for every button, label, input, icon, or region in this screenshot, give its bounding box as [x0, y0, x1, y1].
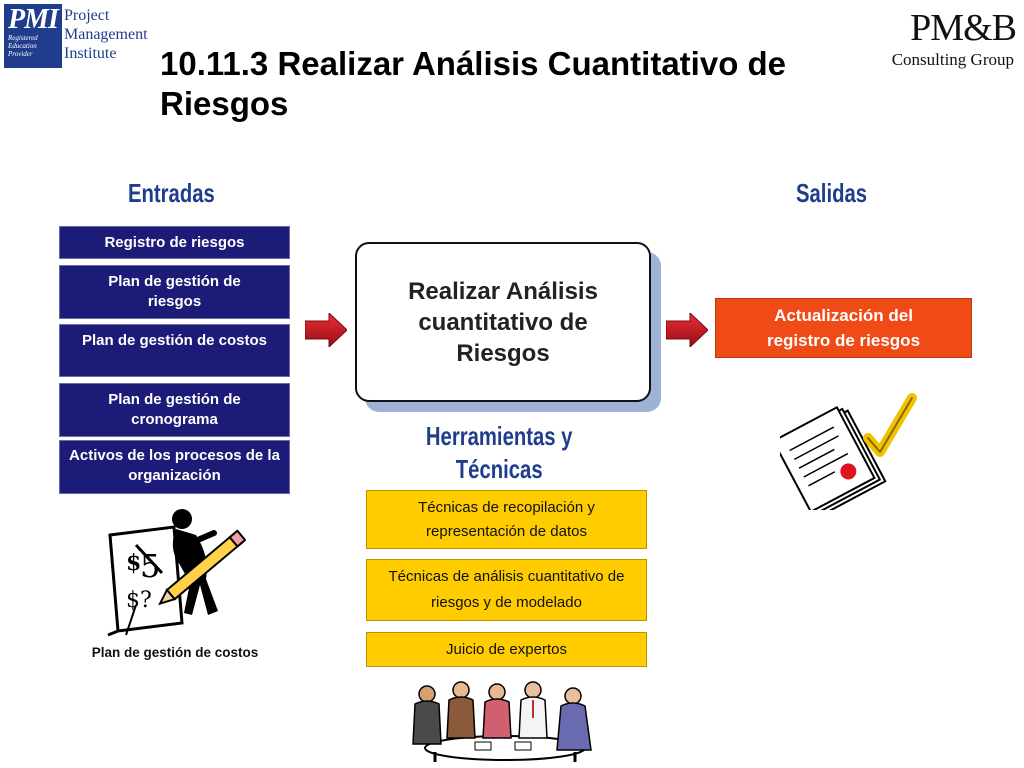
input-item: Registro de riesgos — [59, 226, 290, 259]
illustration-caption: Plan de gestión de costos — [91, 645, 259, 660]
tool-item: Técnicas de recopilación y representació… — [366, 490, 647, 549]
tool-item-label: Técnicas de análisis cuantitativo de rie… — [388, 568, 625, 611]
pmi-mark-text: PMI — [8, 4, 59, 35]
planning-figure-icon: $ 5 $? — [107, 509, 246, 637]
process-box: Realizar Análisis cuantitativo de Riesgo… — [355, 242, 651, 402]
pmb-logo: PM&B Consulting Group — [866, 6, 1017, 72]
input-item: Activos de los procesos de la organizaci… — [59, 440, 290, 494]
pmb-logo-main: PM&B — [910, 7, 1017, 49]
page-title: 10.11.3 Realizar Análisis Cuantitativo d… — [160, 45, 787, 122]
tool-item: Juicio de expertos — [366, 632, 647, 667]
inputs-heading: Entradas — [128, 178, 215, 208]
tools-heading: Herramientas y Técnicas — [425, 421, 573, 484]
svg-text:$?: $? — [126, 588, 152, 613]
input-item: Plan de gestión de cronograma — [59, 383, 290, 437]
pmb-logo-sub: Consulting Group — [891, 50, 1014, 69]
documents-checkmark-icon — [780, 393, 917, 510]
pmi-logo: PMI Registered Education Provider Projec… — [4, 4, 150, 68]
arrow-right-icon — [305, 313, 347, 347]
pmi-mark: PMI Registered Education Provider — [4, 4, 62, 68]
input-item: Plan de gestión de riesgos — [59, 265, 290, 319]
output-item: Actualización del registro de riesgos — [715, 298, 972, 358]
output-item-label: Actualización del registro de riesgos — [766, 306, 921, 350]
input-item: Plan de gestión de costos — [59, 324, 290, 377]
tool-item-label: Técnicas de recopilación y representació… — [418, 498, 595, 540]
arrow-right-icon — [666, 313, 708, 347]
process-label: Realizar Análisis cuantitativo de Riesgo… — [408, 277, 598, 367]
svg-text:$: $ — [126, 550, 141, 576]
outputs-heading: Salidas — [796, 178, 868, 208]
pmi-name: Project Management Institute — [64, 7, 148, 62]
tool-item: Técnicas de análisis cuantitativo de rie… — [366, 559, 647, 621]
meeting-people-icon — [412, 681, 592, 762]
pmi-registered-text: Registered Education Provider — [8, 34, 38, 58]
